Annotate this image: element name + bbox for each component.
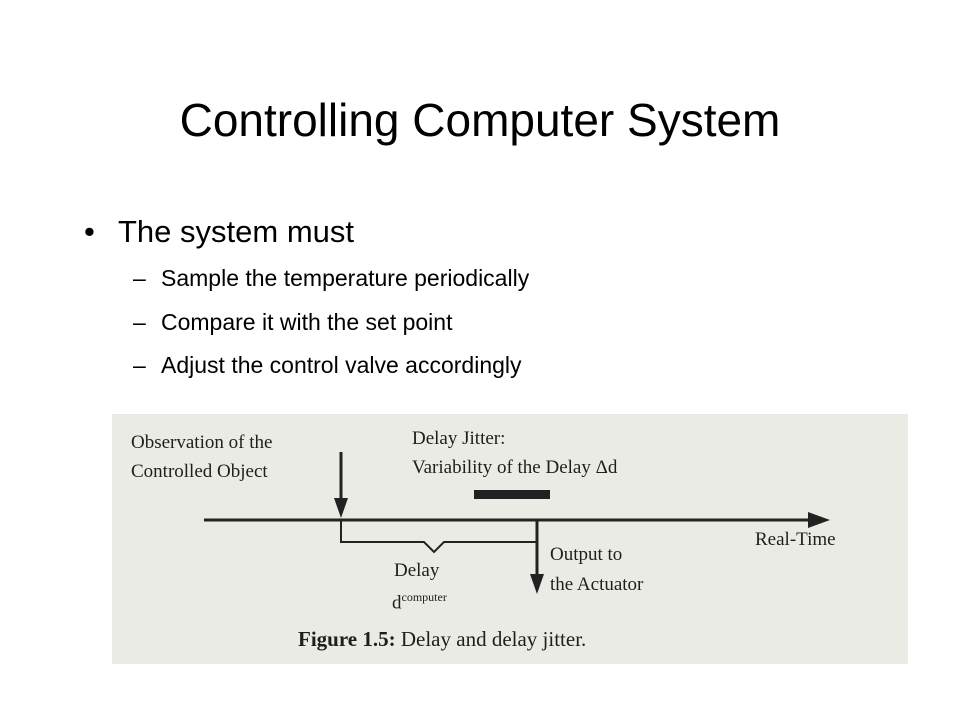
observation-label: Observation of the [131, 432, 273, 453]
observation-arrowhead [334, 498, 348, 518]
observation-label: Controlled Object [131, 461, 268, 482]
slide-title: Controlling Computer System [179, 94, 781, 146]
timing-diagram [204, 452, 830, 594]
sub-item-text: Sample the temperature periodically [161, 265, 530, 291]
delay-subscript: computer [401, 590, 447, 604]
sub-item-text: Adjust the control valve accordingly [161, 352, 522, 378]
delay-symbol: dcomputer [392, 586, 447, 614]
delay-symbol-letter: d [392, 592, 402, 614]
sub-item-text: Compare it with the set point [161, 309, 453, 335]
sub-item: –Sample the temperature periodically [133, 263, 529, 293]
sub-item: –Adjust the control valve accordingly [133, 350, 522, 380]
axis-label: Real-Time [755, 529, 836, 550]
bullet-item: • The system must [84, 212, 354, 252]
dash-marker: – [133, 265, 146, 291]
axis-arrowhead [808, 512, 830, 528]
bullet-dot: • [84, 214, 95, 249]
caption-prefix: Figure 1.5: [298, 627, 396, 651]
delay-label: Delay [394, 560, 440, 581]
output-label: Output to [550, 544, 623, 565]
dash-marker: – [133, 309, 146, 335]
dash-marker: – [133, 352, 146, 378]
jitter-label: Delay Jitter: [412, 428, 506, 449]
delay-brace [340, 520, 537, 554]
figure-scan: Observation of the Controlled Object Del… [112, 414, 908, 664]
jitter-bar [474, 490, 550, 499]
output-arrowhead [530, 574, 544, 594]
sub-item: –Compare it with the set point [133, 307, 452, 337]
figure-caption: Figure 1.5: Delay and delay jitter. [298, 628, 586, 650]
caption-text: Delay and delay jitter. [400, 627, 587, 651]
jitter-label: Variability of the Delay Δd [412, 457, 618, 478]
bullet-text: The system must [118, 214, 354, 249]
output-label: the Actuator [550, 574, 644, 595]
